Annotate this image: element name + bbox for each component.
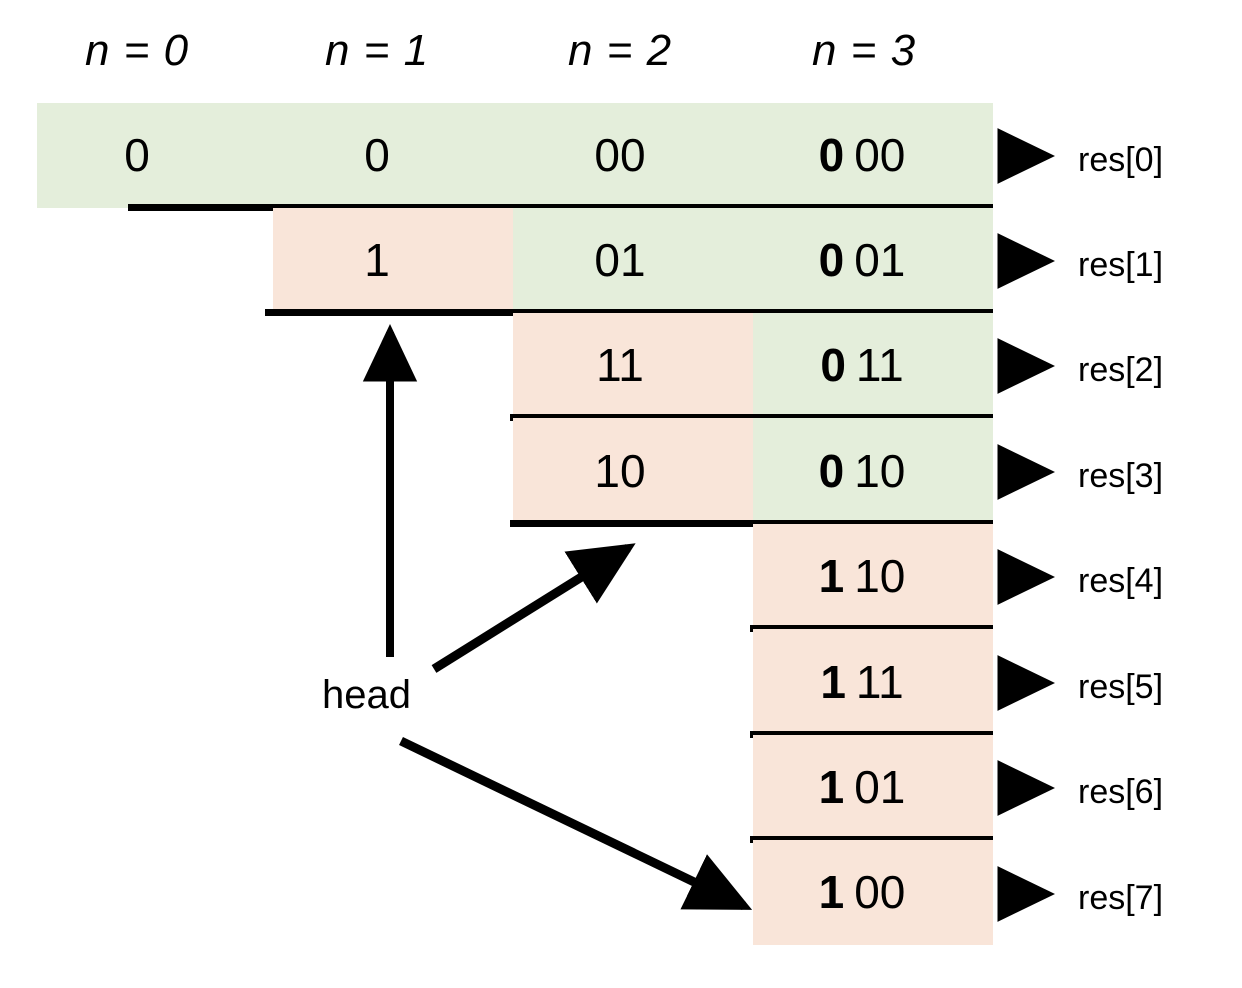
result-label-res3: res[3] <box>1078 457 1164 495</box>
cell-digit-lead: 1 <box>818 550 845 602</box>
cell-n3-row7 <box>753 840 993 945</box>
result-label-res0: res[0] <box>1078 141 1164 179</box>
column-header-n1: n = 1 <box>324 26 430 75</box>
cell-digits-rest: 00 <box>854 129 906 181</box>
cell-digits-rest: 11 <box>855 656 904 708</box>
cell-digits-rest: 00 <box>594 129 646 181</box>
cell-text-n2-row3: 10 <box>520 448 720 494</box>
column-header-n0: n = 0 <box>84 26 190 75</box>
cell-digits-rest: 1 <box>364 234 390 286</box>
cell-text-n0-row0: 0 <box>37 132 237 178</box>
cell-digits-rest: 00 <box>854 866 906 918</box>
row-rule-2 <box>510 414 993 421</box>
cell-n3-row6 <box>753 735 993 840</box>
cell-digits-rest: 11 <box>855 339 904 391</box>
head-label: head <box>322 673 411 717</box>
cell-n2-row2 <box>513 313 753 418</box>
cell-text-n2-row2: 11 <box>520 342 720 388</box>
row-rule-1 <box>265 309 993 316</box>
cell-digit-lead: 0 <box>818 234 845 286</box>
cell-text-n1-row1: 1 <box>277 237 477 283</box>
head-pointer-n3 <box>399 736 753 911</box>
cell-digit-lead: 1 <box>820 656 846 708</box>
column-header-n3: n = 3 <box>811 26 917 75</box>
result-label-res6: res[6] <box>1078 773 1164 811</box>
cell-digits-rest: 10 <box>854 550 906 602</box>
row-rule-4 <box>750 625 993 632</box>
head-pointer-n2 <box>431 543 636 673</box>
cell-n1-row1 <box>273 208 513 313</box>
cell-digits-rest: 0 <box>124 129 150 181</box>
row-rule-5 <box>750 731 993 738</box>
cell-n0-row0 <box>37 103 993 208</box>
cell-n3-row5 <box>753 629 993 735</box>
cell-digit-lead: 1 <box>818 866 845 918</box>
row-rule-3 <box>510 520 993 527</box>
cell-digits-rest: 11 <box>596 339 644 391</box>
cell-digits-rest: 0 <box>364 129 390 181</box>
cell-digits-rest: 10 <box>594 445 646 497</box>
cell-n3-row2 <box>753 313 993 418</box>
result-label-res2: res[2] <box>1078 351 1164 389</box>
row-rule-0 <box>128 204 993 211</box>
result-label-res5: res[5] <box>1078 668 1164 706</box>
result-label-res4: res[4] <box>1078 562 1164 600</box>
cell-digits-rest: 01 <box>854 761 906 813</box>
cell-digits-rest: 01 <box>854 234 906 286</box>
cell-digits-rest: 10 <box>854 445 906 497</box>
result-label-res7: res[7] <box>1078 879 1164 917</box>
cell-digit-lead: 0 <box>820 339 846 391</box>
cell-n3-row3 <box>753 418 993 524</box>
cell-digit-lead: 0 <box>818 129 845 181</box>
cell-digits-rest: 01 <box>594 234 646 286</box>
cell-digit-lead: 1 <box>818 761 845 813</box>
cell-text-n2-row1: 01 <box>520 237 720 283</box>
result-label-res1: res[1] <box>1078 246 1164 284</box>
row-rule-6 <box>750 836 993 843</box>
cell-digit-lead: 0 <box>818 445 845 497</box>
cell-n2-row3 <box>513 418 753 524</box>
cell-text-n2-row0: 00 <box>520 132 720 178</box>
column-header-n2: n = 2 <box>567 26 673 75</box>
cell-n2n3-row1 <box>513 208 993 313</box>
cell-text-n1-row0: 0 <box>277 132 477 178</box>
cell-n3-row4 <box>753 524 993 629</box>
